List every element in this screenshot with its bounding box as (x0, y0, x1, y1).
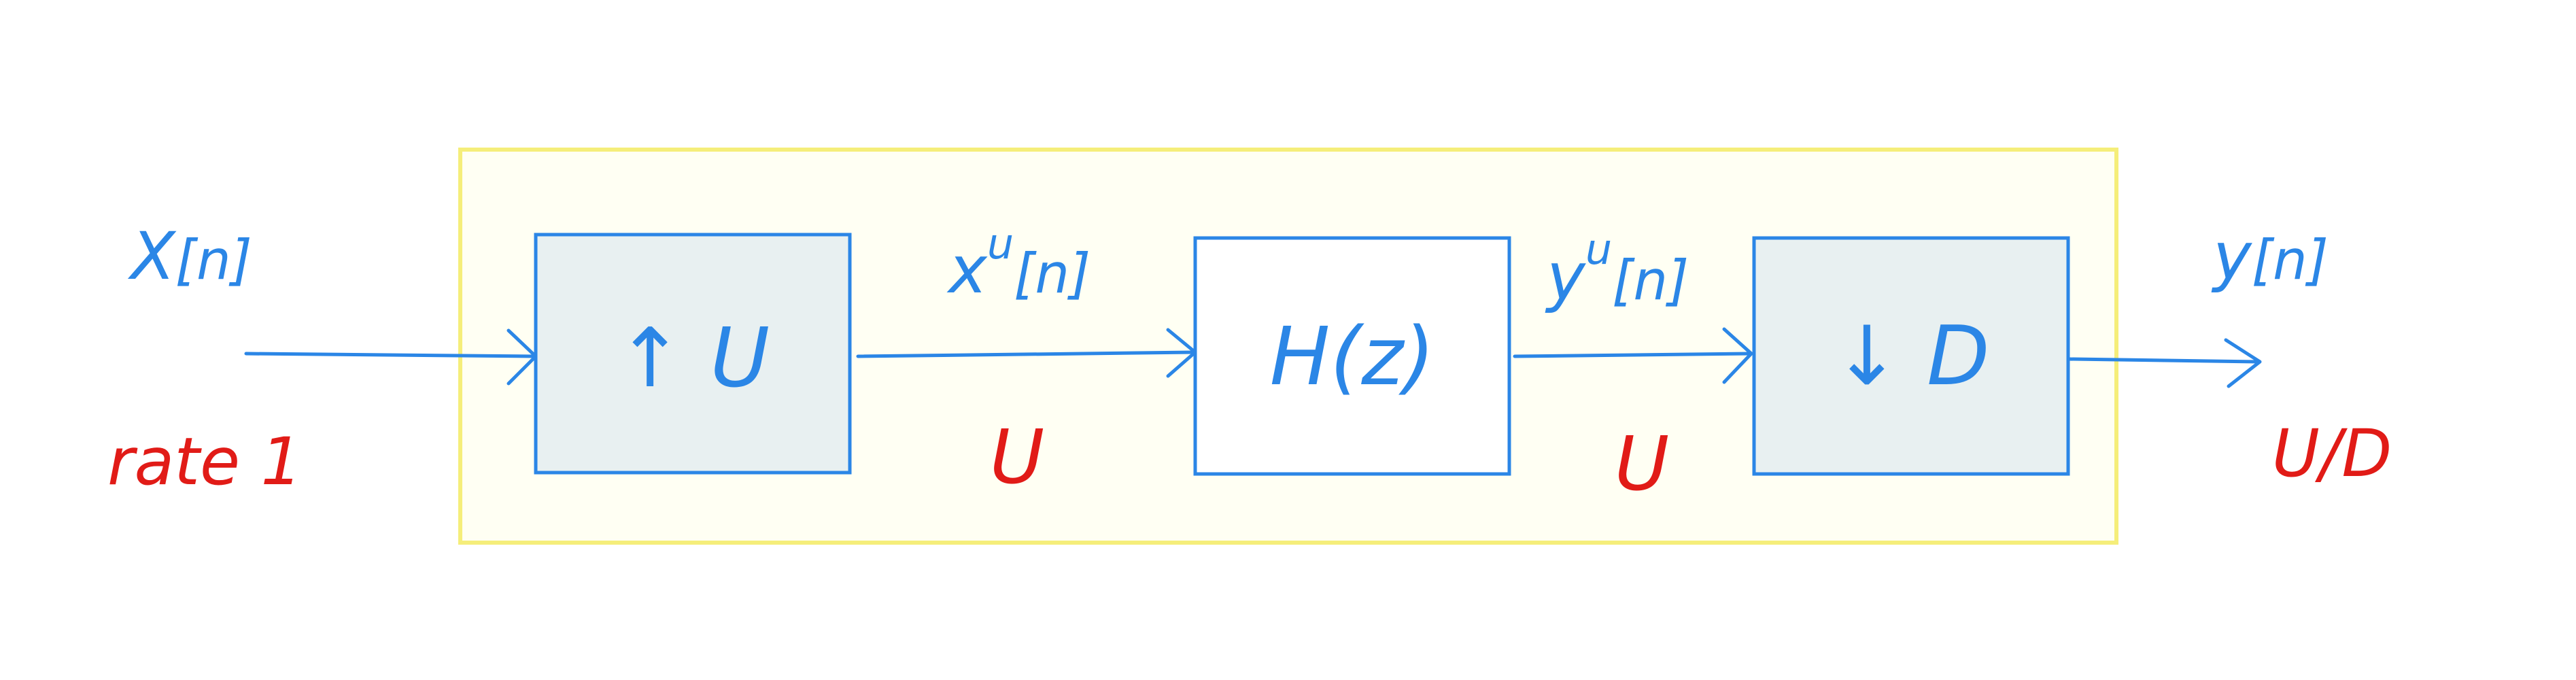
output-signal-index: [n] (2252, 228, 2329, 292)
upsampler-label: ↑ U (616, 311, 770, 406)
filter-to-downsampler-arrow (1513, 327, 1753, 384)
filtered-signal-label: yu[n] (1545, 224, 1689, 315)
filter-output-rate-label: U (1615, 420, 1670, 507)
upsampler-output-rate-label: U (990, 413, 1045, 500)
upsampled-signal-index: [n] (1014, 242, 1090, 305)
input-signal-index: [n] (175, 228, 252, 292)
downsampler-block (1752, 236, 2070, 476)
upsampled-signal-base: x (946, 232, 988, 308)
output-signal-label: y[n] (2211, 218, 2329, 294)
input-arrow (244, 328, 538, 386)
filter-block (1193, 236, 1511, 476)
output-rate-label: U/D (2272, 415, 2392, 492)
filtered-signal-index: [n] (1612, 249, 1689, 312)
upsampler-block (534, 233, 852, 475)
input-signal-base: X (127, 218, 177, 294)
upsampled-signal-label: xu[n] (946, 219, 1090, 308)
upsampler-to-filter-arrow (856, 328, 1197, 378)
filter-label: H(z) (1270, 309, 1435, 403)
input-signal-label: X[n] (127, 218, 252, 294)
filtered-signal-base: y (1545, 239, 1586, 315)
output-signal-base: y (2211, 218, 2252, 294)
upsampled-signal-superscript: u (987, 219, 1014, 269)
downsampler-label: ↓ D (1832, 309, 1989, 404)
filtered-signal-superscript: u (1585, 224, 1612, 274)
output-arrow (2067, 338, 2262, 388)
input-rate-label: rate 1 (107, 424, 303, 500)
